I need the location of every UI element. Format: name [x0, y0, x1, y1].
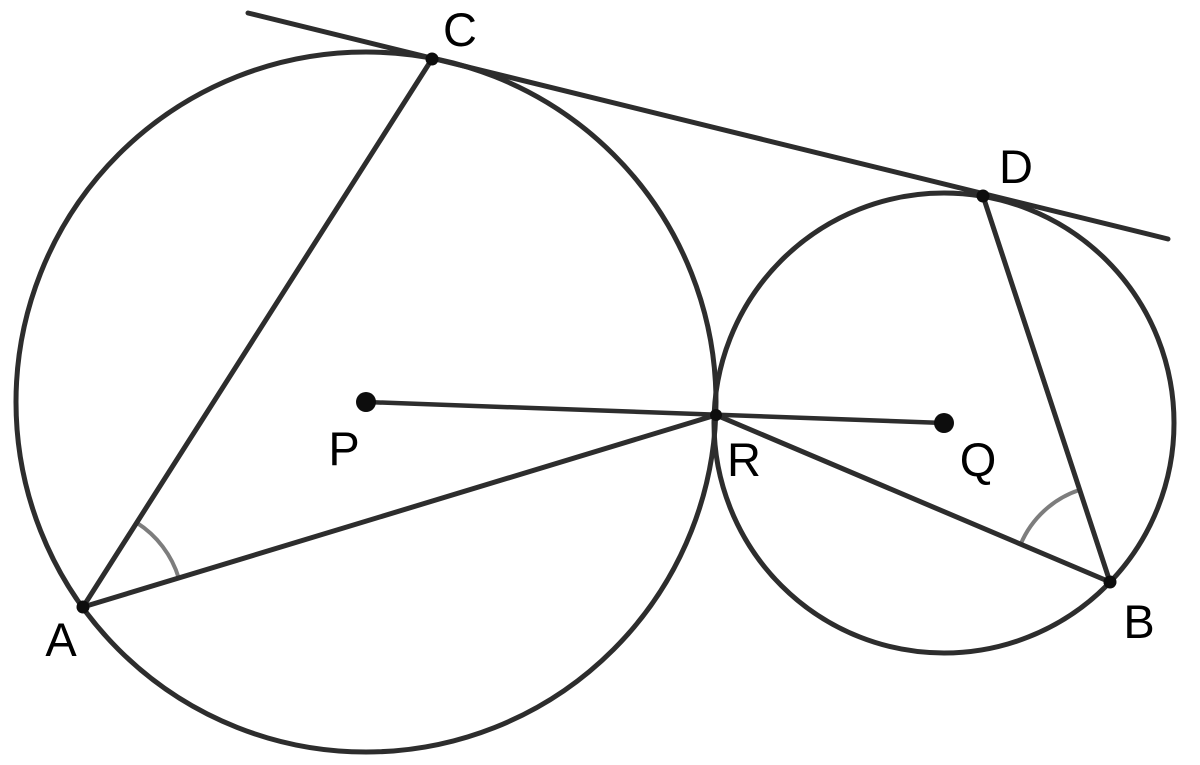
chord-RB [713, 412, 1113, 585]
point-dot-Q [934, 413, 954, 433]
chord-AR [80, 412, 719, 610]
point-dot-B [1103, 575, 1117, 589]
point-label-P: P [328, 422, 359, 475]
point-label-B: B [1123, 595, 1154, 648]
point-label-R: R [727, 433, 761, 486]
small-circle [711, 190, 1177, 656]
point-dot-A [76, 600, 90, 614]
segment-PQ [363, 399, 947, 426]
point-label-D: D [999, 140, 1033, 193]
point-label-Q: Q [960, 433, 997, 486]
point-label-A: A [45, 613, 77, 666]
point-dot-R [710, 409, 722, 421]
point-dot-D [976, 189, 990, 203]
tangent-line-CD [245, 10, 1171, 242]
angle-arc-A [134, 520, 181, 580]
point-label-C: C [443, 3, 477, 56]
angle-arc-B [1018, 487, 1082, 547]
point-dot-C [425, 52, 439, 66]
point-dot-P [356, 392, 376, 412]
chord-AC [80, 56, 435, 610]
chord-DB [980, 193, 1113, 585]
